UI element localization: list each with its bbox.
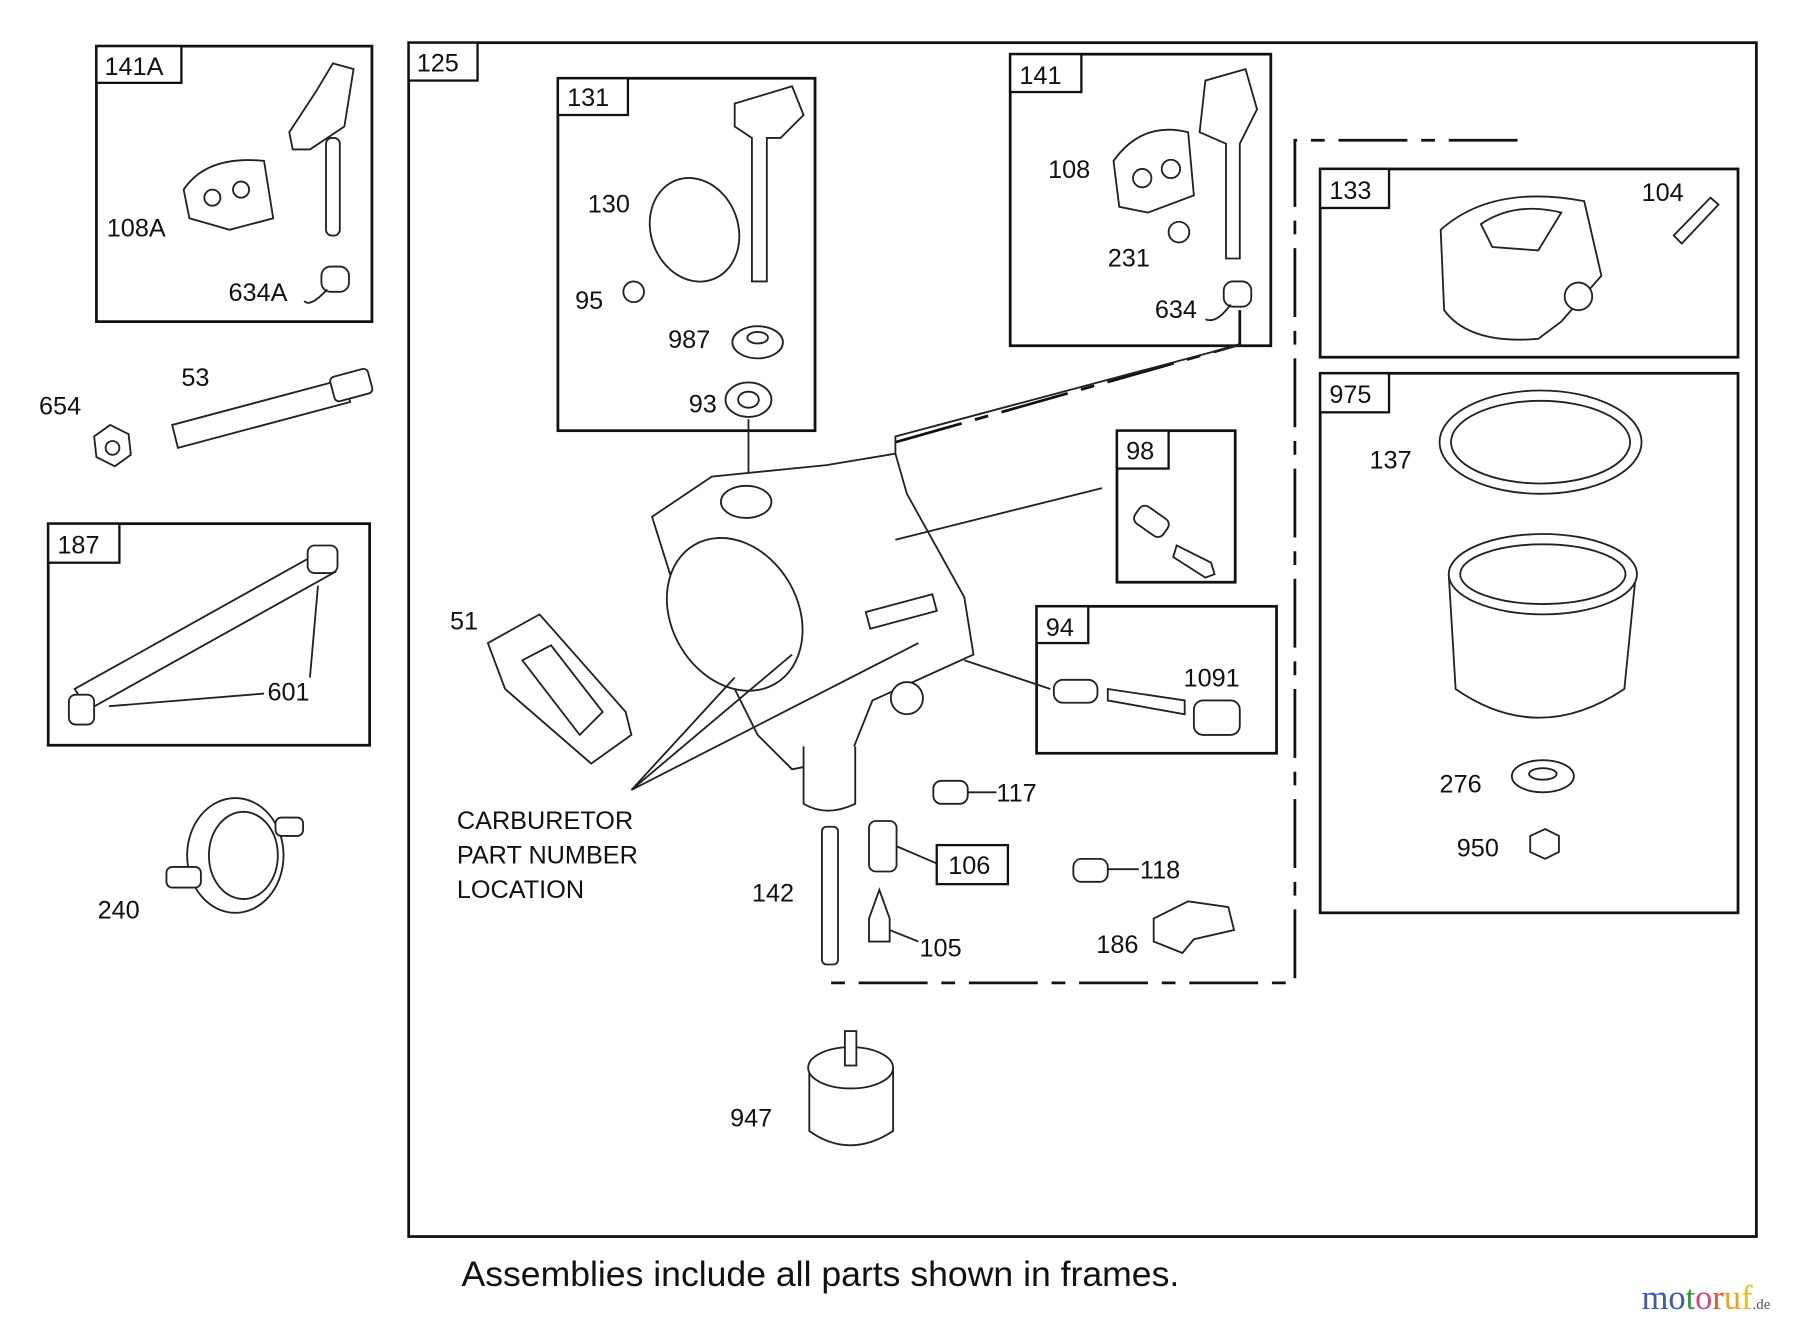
- frame-label: 98: [1126, 437, 1154, 465]
- frame-125: 125: [407, 41, 1758, 1238]
- frame-label: 141: [1019, 62, 1061, 90]
- part-51-gasket: [486, 613, 633, 765]
- callout-987: 987: [668, 326, 710, 354]
- callout-117: 117: [996, 779, 1036, 807]
- frame-label: 94: [1046, 614, 1074, 642]
- frame-133: 133: [1318, 167, 1740, 359]
- svg-text:motoruf.de: motoruf.de: [1642, 1279, 1771, 1317]
- part-987-bushing: [731, 325, 784, 360]
- callout-108: 108: [1048, 156, 1090, 184]
- callout-276: 276: [1440, 770, 1482, 798]
- callout-95: 95: [575, 287, 603, 315]
- part-187-fuel-line: [67, 544, 339, 726]
- part-950-screw: [1529, 828, 1560, 860]
- part-634A-spring: [303, 265, 350, 304]
- part-53-fuel-fitting: [171, 367, 374, 450]
- leader-lines: [630, 343, 1241, 791]
- callout-53: 53: [181, 364, 209, 392]
- part-142-emulsion-tube: [821, 825, 839, 966]
- part-throttle-shaft: [733, 85, 805, 283]
- callout-634: 634: [1155, 296, 1197, 324]
- carburetor-part-number-note: CARBURETOR PART NUMBER LOCATION: [457, 807, 638, 904]
- part-carburetor-body: [650, 452, 975, 812]
- watermark-logo: motoruf.de: [1642, 1279, 1771, 1317]
- part-947-solenoid: [807, 1030, 895, 1147]
- callout-634A: 634A: [228, 279, 287, 307]
- part-106-jet: [868, 820, 898, 873]
- part-93-seal: [724, 381, 773, 418]
- callout-186: 186: [1096, 931, 1138, 959]
- part-104-float-pin: [1672, 196, 1720, 245]
- part-118-spring: [1072, 857, 1109, 883]
- note-line: PART NUMBER: [457, 841, 638, 869]
- callout-950: 950: [1457, 835, 1499, 863]
- callout-947: 947: [730, 1104, 772, 1132]
- part-choke-shaft-141: [1198, 67, 1258, 260]
- frame-label: 131: [567, 84, 609, 112]
- callout-108A: 108A: [107, 215, 166, 243]
- callout-231: 231: [1108, 245, 1150, 273]
- callout-601: 601: [267, 678, 309, 706]
- frame-141: 141: [1008, 52, 1273, 348]
- frame-141A: 141A: [95, 44, 374, 324]
- part-94-needle: [1052, 678, 1241, 736]
- part-137-gasket: [1438, 389, 1643, 495]
- frame-label: 133: [1329, 177, 1371, 205]
- part-choke-lever-141A: [288, 62, 355, 237]
- frame-187: 187: [46, 522, 372, 747]
- part-276-washer: [1510, 759, 1575, 794]
- footer-note: Assemblies include all parts shown in fr…: [461, 1254, 1179, 1294]
- frame-label: 106: [948, 852, 990, 880]
- leader-106: [896, 845, 938, 865]
- frame-label: 125: [417, 49, 459, 77]
- callout-137: 137: [1370, 447, 1412, 475]
- callout-93: 93: [689, 390, 717, 418]
- part-float-bowl: [1447, 533, 1638, 719]
- part-130-throttle-plate: [648, 177, 741, 283]
- part-117-spring: [932, 779, 969, 805]
- part-186-elbow: [1152, 900, 1236, 955]
- frame-98: 98: [1115, 429, 1237, 584]
- part-240-fuel-filter: [165, 797, 304, 914]
- callout-118: 118: [1140, 856, 1180, 884]
- frame-label: 141A: [104, 53, 163, 81]
- note-line: LOCATION: [457, 876, 584, 904]
- part-95-screw: [622, 280, 645, 304]
- callout-130: 130: [588, 191, 630, 219]
- callout-240: 240: [98, 897, 140, 925]
- callout-104: 104: [1642, 179, 1684, 207]
- part-654-nut: [93, 423, 132, 468]
- part-133-float: [1439, 195, 1603, 341]
- note-line: CARBURETOR: [457, 807, 633, 835]
- assembly-dashed-line: [826, 138, 1518, 985]
- frame-label: 975: [1329, 381, 1371, 409]
- part-108-choke-plate: [1112, 128, 1195, 214]
- callout-654: 654: [39, 393, 81, 421]
- part-108A-plate: [182, 159, 275, 231]
- frame-106: 106: [935, 843, 1010, 886]
- part-105-needle: [868, 887, 891, 943]
- frame-131: 131: [556, 76, 817, 433]
- callout-51: 51: [450, 607, 478, 635]
- part-634-spring: [1205, 280, 1253, 322]
- callout-105: 105: [920, 934, 962, 962]
- frame-975: 975: [1318, 371, 1740, 915]
- frame-label: 187: [57, 532, 99, 560]
- part-98-idle-screw: [1133, 504, 1216, 579]
- part-231-screw: [1167, 220, 1191, 244]
- callout-1091: 1091: [1184, 665, 1240, 693]
- callout-142: 142: [752, 879, 794, 907]
- leader-105: [889, 929, 919, 943]
- leader-141: [895, 310, 1242, 444]
- frame-94: 94: [1035, 604, 1278, 755]
